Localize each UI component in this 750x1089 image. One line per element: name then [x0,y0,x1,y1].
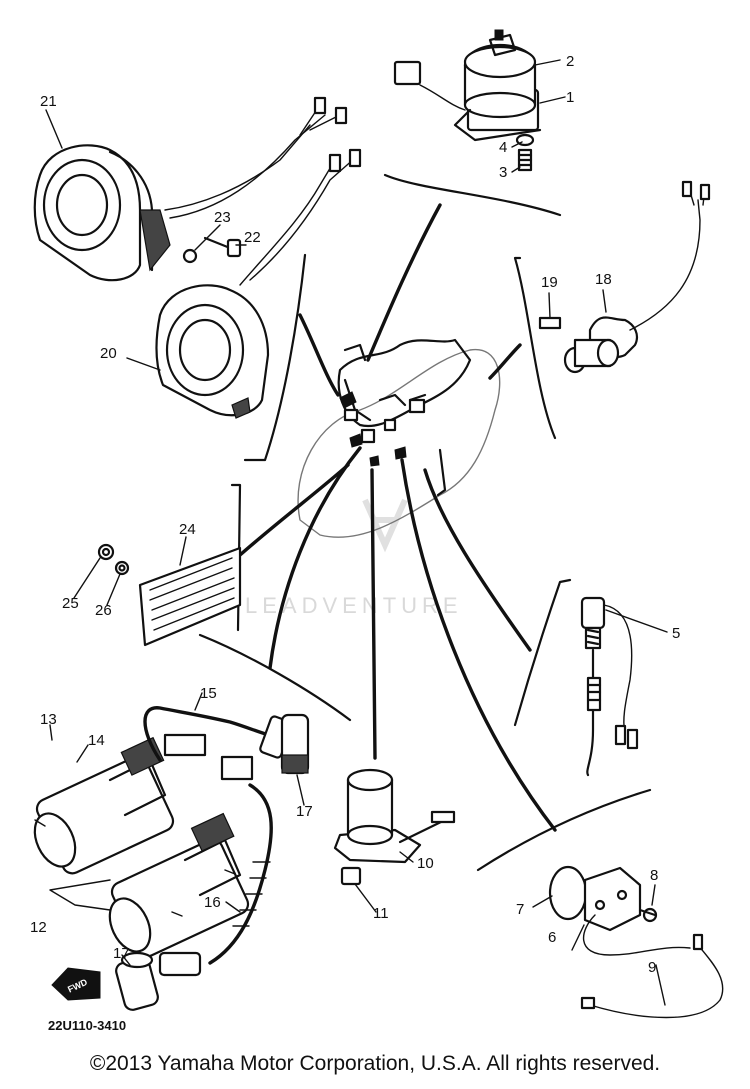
frame-outline [297,338,501,538]
part-label-3: 3 [499,164,507,181]
main-switch [393,29,542,172]
part-label-4: 4 [499,139,507,156]
level-sensor [548,865,724,1019]
part-label-7: 7 [516,901,524,918]
part-label-11: 11 [373,905,389,922]
part-label-17-lower: 17 [113,945,130,962]
part-label-5: 5 [672,625,680,642]
part-labels: 2 1 4 3 21 22 23 20 19 18 24 25 26 5 15 … [30,53,680,1033]
drawing-code: 22U110-3410 [48,1018,126,1033]
part-label-14: 14 [88,732,105,749]
watermark: LEADVENTURE [245,498,463,618]
part-label-24: 24 [179,521,196,538]
part-label-6: 6 [548,929,556,946]
part-label-19: 19 [541,274,558,291]
horn-lower [155,148,362,419]
horn-upper [33,96,348,282]
part-label-1: 1 [566,89,574,106]
part-label-15: 15 [200,685,217,702]
watermark-text: LEADVENTURE [245,593,463,618]
fwd-marker: FWD [51,967,101,1001]
neutral-switch [538,180,711,374]
part-label-17-upper: 17 [296,803,313,820]
ignition-coils [33,733,254,958]
part-label-26: 26 [95,602,112,619]
leader-lines [198,173,652,872]
starter-relay [333,768,456,886]
copyright-notice: ©2013 Yamaha Motor Corporation, U.S.A. A… [89,1052,661,1075]
part-label-12: 12 [30,919,47,936]
part-label-25: 25 [62,595,79,612]
part-label-2: 2 [566,53,574,70]
brake-switch [580,596,639,777]
reflector [97,543,242,647]
plug-lead-upper [143,706,310,775]
label-leaders [45,59,668,1006]
part-label-23: 23 [214,209,231,226]
part-label-8: 8 [650,867,658,884]
part-label-9: 9 [648,959,656,976]
part-label-18: 18 [595,271,612,288]
part-label-13: 13 [40,711,57,728]
part-label-21: 21 [40,93,57,110]
part-label-10: 10 [417,855,434,872]
part-label-16: 16 [204,894,221,911]
part-label-20: 20 [100,345,117,362]
plug-lead-lower [115,783,273,1011]
part-label-22: 22 [244,229,261,246]
